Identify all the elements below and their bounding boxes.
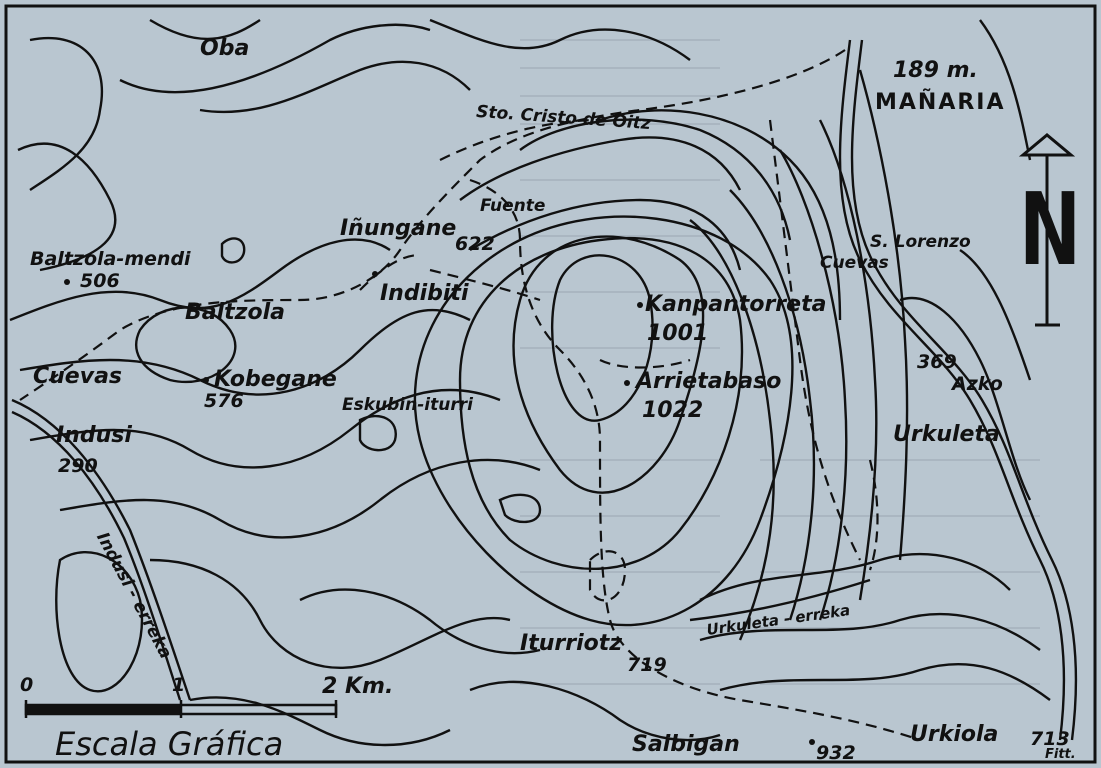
scale-bar <box>24 700 338 718</box>
place-arrietabaso: Arrietabaso <box>636 369 782 394</box>
place-azko: Azko <box>952 373 1003 395</box>
saibigan-elevation: 932 <box>816 742 856 764</box>
indusi-elevation: 290 <box>58 455 98 477</box>
place-iturriotz: Iturriotz <box>520 631 623 656</box>
place-cuevas-east: Cuevas <box>820 253 889 273</box>
scale-title: Escala Gráfica <box>55 725 284 763</box>
place-inungane: Iñungane <box>340 216 457 241</box>
dashed-paths <box>19 49 921 742</box>
kobegane-elevation: 576 <box>204 390 244 412</box>
place-kobegane: Kobegane <box>214 367 337 392</box>
river <box>11 39 1078 741</box>
place-kanpantorreta: Kanpantorreta <box>645 292 827 317</box>
place-cuevas-west: Cuevas <box>33 364 123 389</box>
manaria-altitude: 189 m. <box>893 58 978 83</box>
place-manaria: MAÑARIA <box>875 90 1006 115</box>
scale-label-two: 2 Km. <box>322 674 394 699</box>
background-print <box>520 39 1040 685</box>
inungane-elevation: 622 <box>455 233 495 255</box>
place-eskubin-iturri: Eskubin-iturri <box>342 395 473 415</box>
kanpantorreta-elevation: 1001 <box>647 321 709 346</box>
place-baltzola-mendi: Baltzola-mendi <box>30 248 191 270</box>
place-fuente: Fuente <box>480 196 546 216</box>
north-arrow <box>1018 133 1076 327</box>
place-urkiola: Urkiola <box>910 722 999 747</box>
map-frame <box>4 4 1097 764</box>
north-label: N <box>1020 171 1081 288</box>
iturriotz-elevation: 719 <box>627 654 667 676</box>
azko-elevation: 369 <box>917 351 957 373</box>
point-symbols <box>64 271 815 745</box>
scale-label-zero: 0 <box>20 674 34 696</box>
place-indibiti: Indibiti <box>380 281 469 306</box>
place-oba: Oba <box>200 36 250 61</box>
place-saibigan: Saibigan <box>632 732 740 757</box>
place-baltzola: Baltzola <box>185 300 285 325</box>
baltzola-mendi-elevation: 506 <box>80 270 120 292</box>
signature: Fitt. <box>1045 747 1076 762</box>
urkiola-elevation: 713 <box>1030 728 1070 750</box>
contour-lines <box>9 18 1051 747</box>
place-indusi: Indusi <box>56 423 132 448</box>
place-urkuleta: Urkuleta <box>893 422 1000 447</box>
place-san-lorenzo: S. Lorenzo <box>870 232 971 252</box>
scale-label-one: 1 <box>172 674 186 696</box>
arrietabaso-elevation: 1022 <box>642 398 704 423</box>
